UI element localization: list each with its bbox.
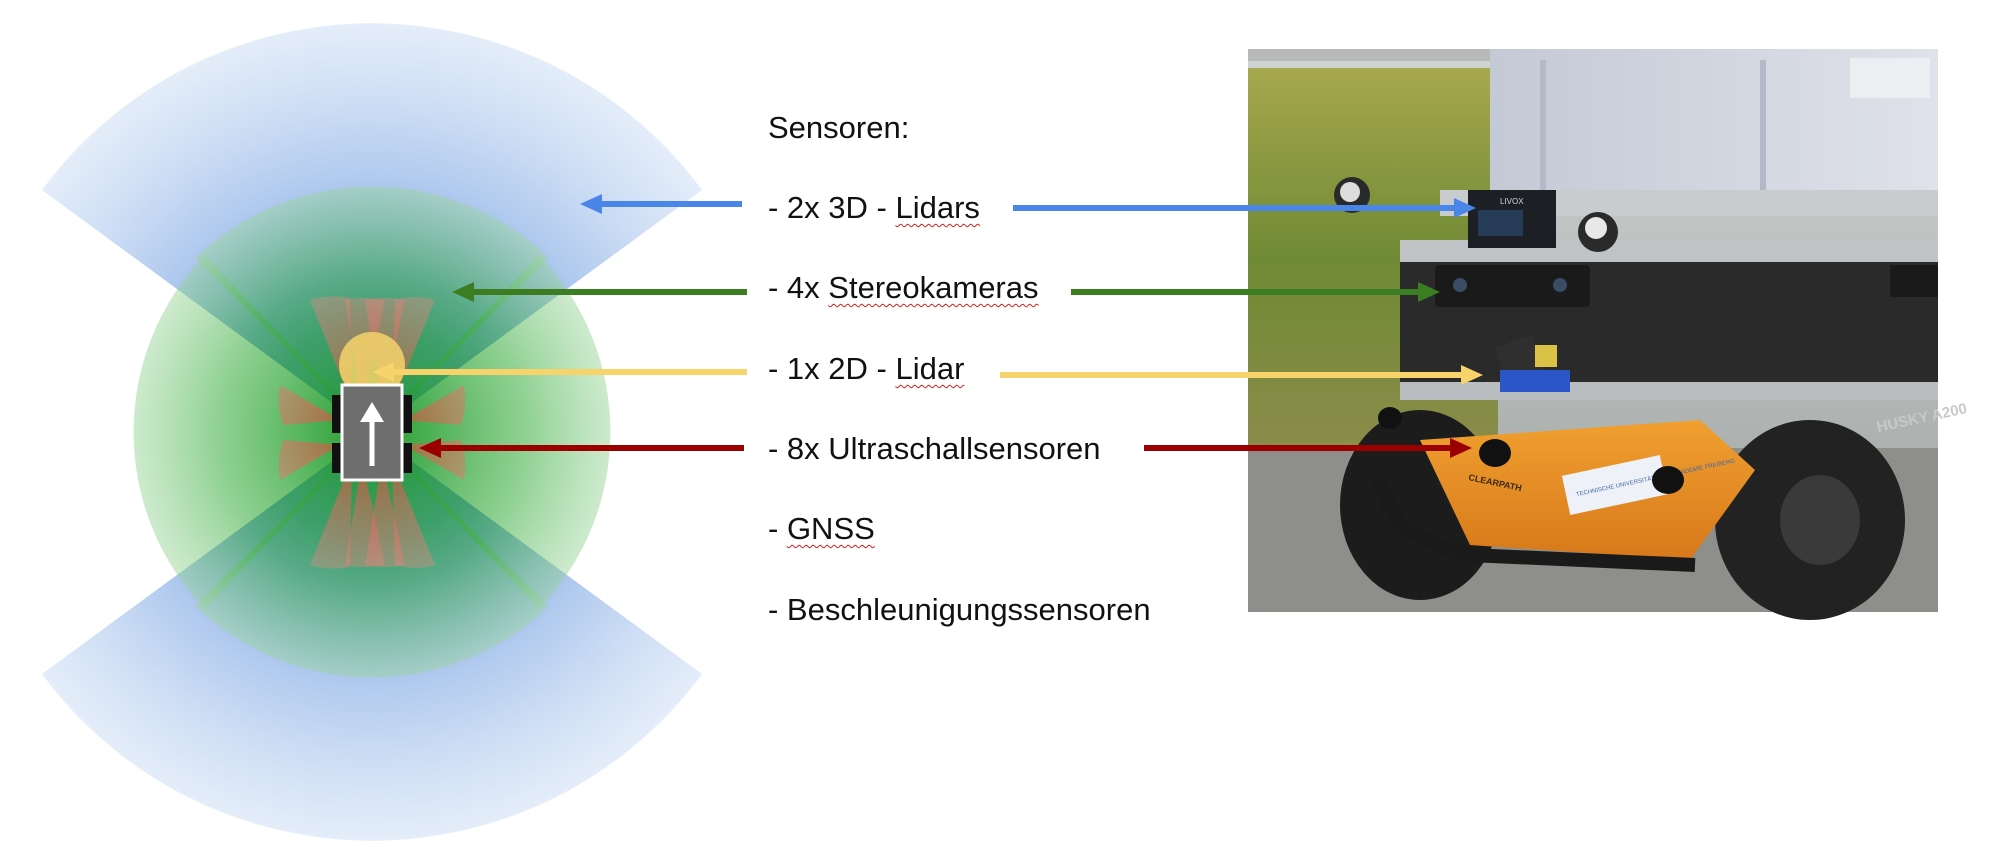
sensor-item-stereo-prefix: - 4x <box>768 270 829 305</box>
ultrasonic-arrowhead-right <box>1450 438 1472 458</box>
ultrasonic-cone <box>310 460 352 569</box>
robot-photo: HUSKY A200 TECHNISCHE UNIVERSITÄT BERGAK… <box>1248 49 1969 620</box>
robot-top-view <box>332 383 412 482</box>
ultrasonic-cone <box>310 296 352 405</box>
ultrasonic-fov <box>278 296 466 569</box>
stereo-arrowhead-right <box>1418 282 1440 302</box>
ultrasonic-cone <box>278 385 340 425</box>
fov-diagram <box>42 23 702 841</box>
sensor-item-lidar2d: - 1x 2D - Lidar <box>768 351 964 387</box>
ultrasonic-cone <box>392 460 435 568</box>
wheel <box>402 443 412 473</box>
sensor-item-stereo: - 4x Stereokameras <box>768 270 1039 306</box>
sensor-item-lidar2d-word: Lidar <box>895 351 965 386</box>
lidar3d-arrowhead-left <box>580 194 602 214</box>
ultrasonic-cone <box>404 385 466 425</box>
ultrasonic-cone <box>392 297 435 405</box>
wheel <box>332 395 342 433</box>
lidar2d-fov <box>339 332 405 398</box>
sensor-item-lidar3d: - 2x 3D - Lidars <box>768 190 980 226</box>
sensor-item-lidar3d-prefix: - 2x 3D - <box>768 190 896 225</box>
sensor-item-gnss-prefix: - <box>768 511 787 546</box>
stereo-fov-right <box>372 255 611 609</box>
lidar2d-arrowhead-right <box>1461 365 1483 385</box>
wheel <box>332 443 342 473</box>
sensor-item-ultrasonic: - 8x Ultraschallsensoren <box>768 431 1101 466</box>
sensor-item-gnss: - GNSS <box>768 511 875 547</box>
wheel <box>402 395 412 433</box>
livox-brand-text: LIVOX <box>1500 197 1524 206</box>
stereo-arrowhead-left <box>452 282 474 302</box>
lidar2d-arrowhead-left <box>372 362 394 382</box>
ultrasonic-arrowhead-left <box>419 438 441 458</box>
sensor-item-gnss-word: GNSS <box>786 511 875 546</box>
stereo-fov-left <box>133 255 372 609</box>
arrows <box>372 194 1483 458</box>
up-arrow-icon <box>360 402 384 466</box>
lidar3d-arrowhead-right <box>1454 198 1476 218</box>
sensor-item-lidar3d-word: Lidars <box>895 190 980 225</box>
sensor-list-title: Sensoren: <box>768 110 910 145</box>
sensor-item-accel: - Beschleunigungssensoren <box>768 592 1151 627</box>
sensor-item-lidar2d-prefix: - 1x 2D - <box>768 351 896 386</box>
sensor-item-stereo-word: Stereokameras <box>828 270 1039 305</box>
ultrasonic-cone <box>278 440 340 480</box>
